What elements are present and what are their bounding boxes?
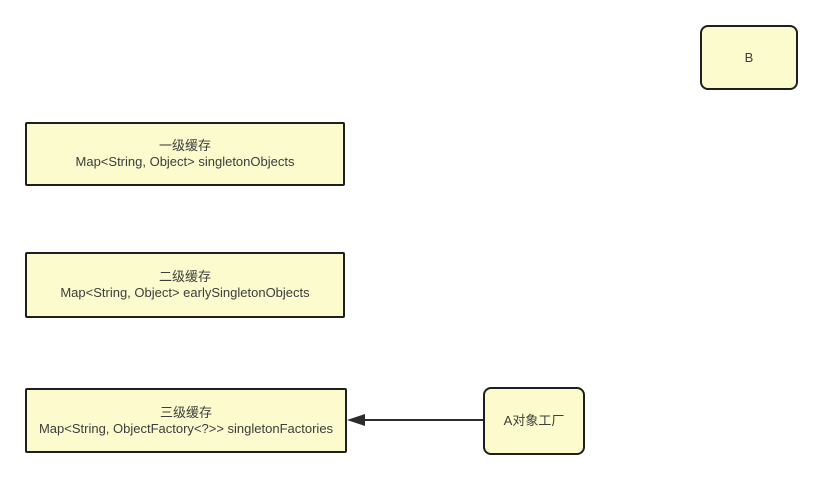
node-level1-cache: 一级缓存 Map<String, Object> singletonObject… xyxy=(25,122,345,186)
node-level1-cache-subtitle: Map<String, Object> singletonObjects xyxy=(75,154,295,169)
node-object-b: B xyxy=(700,25,798,90)
arrowhead-left-icon xyxy=(347,414,365,426)
node-level2-cache: 二级缓存 Map<String, Object> earlySingletonO… xyxy=(25,252,345,318)
node-level1-cache-title: 一级缓存 xyxy=(158,138,211,153)
node-level2-cache-title: 二级缓存 xyxy=(158,269,211,284)
arrow-a-factory-to-level3-cache xyxy=(347,414,483,426)
node-level3-cache: 三级缓存 Map<String, ObjectFactory<?>> singl… xyxy=(25,388,347,453)
node-a-object-factory: A对象工厂 xyxy=(483,387,585,455)
node-level2-cache-subtitle: Map<String, Object> earlySingletonObject… xyxy=(60,285,310,300)
node-level3-cache-subtitle: Map<String, ObjectFactory<?>> singletonF… xyxy=(38,420,334,436)
node-a-object-factory-label: A对象工厂 xyxy=(503,413,565,428)
node-object-b-label: B xyxy=(744,49,754,65)
node-level3-cache-title: 三级缓存 xyxy=(159,404,212,420)
